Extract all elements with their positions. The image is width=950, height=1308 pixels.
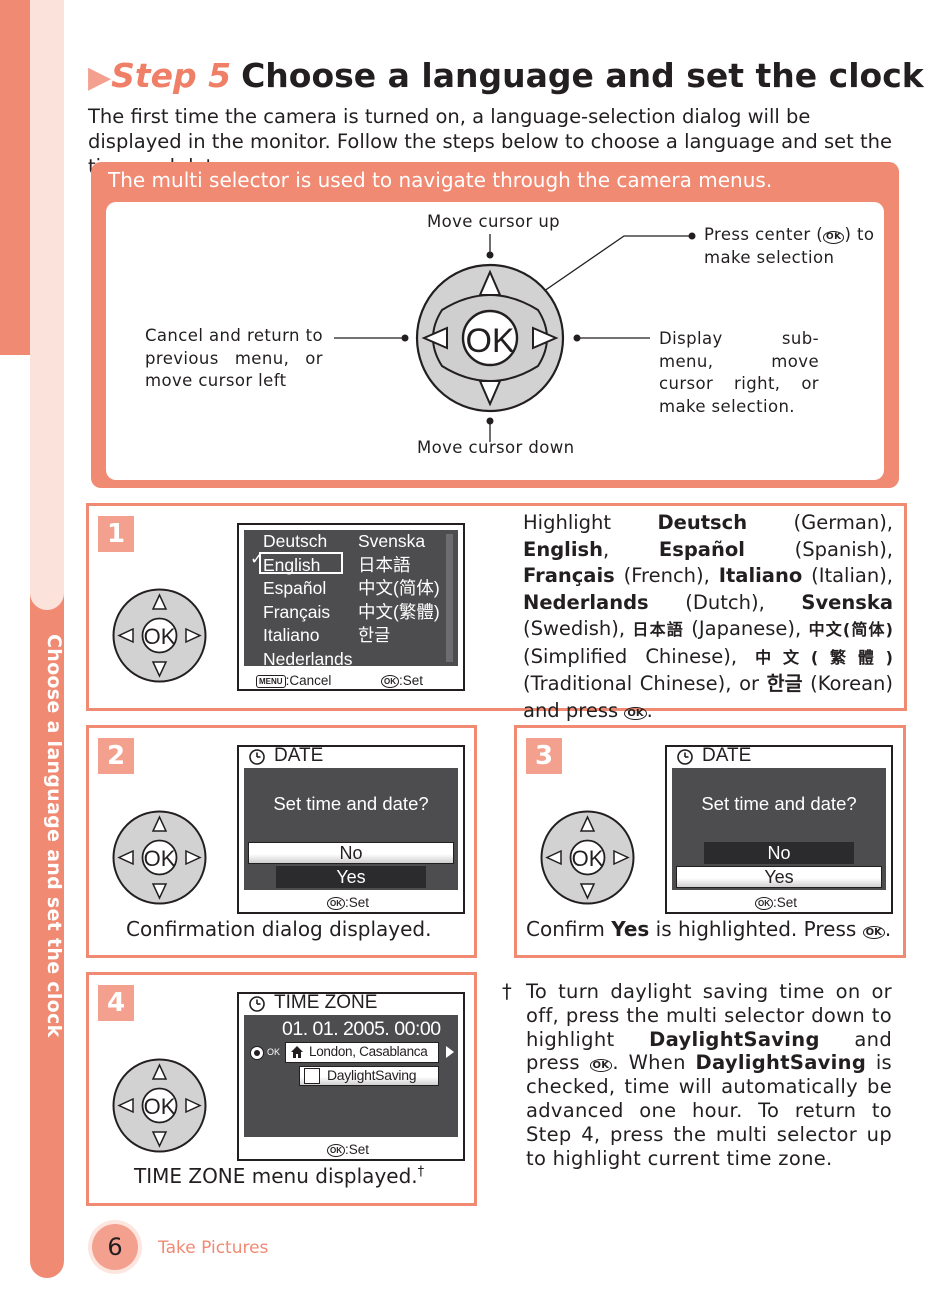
label-left: Cancel and return to previous menu, or m… <box>145 326 323 390</box>
home-icon <box>291 1046 303 1058</box>
title-text: Choose a language and set the clock <box>241 56 924 95</box>
lang-deutsch[interactable]: Deutsch <box>263 531 328 551</box>
clock-icon <box>677 749 693 765</box>
step-2-foot-set: OK:Set <box>327 895 369 910</box>
step-label: Step 5 <box>111 56 232 95</box>
footer-section: Take Pictures <box>158 1238 269 1258</box>
step-3-question: Set time and date? <box>701 793 857 814</box>
daylight-row[interactable] <box>299 1066 439 1086</box>
side-tab-top <box>30 0 64 610</box>
lang-nederlands[interactable]: Nederlands <box>263 648 353 669</box>
step-1-number: 1 <box>98 516 134 552</box>
zone-field[interactable] <box>285 1042 439 1063</box>
lang-chinese-traditional[interactable]: 中文(繁體) <box>358 601 440 622</box>
lang-svenska[interactable]: Svenska <box>358 531 426 551</box>
ok-icon: OK <box>327 897 345 910</box>
clock-icon <box>249 749 265 765</box>
svg-text:OK: OK <box>144 1094 176 1119</box>
step-1-box <box>86 503 907 711</box>
option-yes-highlight[interactable] <box>676 866 882 888</box>
svg-text:OK: OK <box>572 846 604 871</box>
lang-english[interactable]: English <box>263 554 321 575</box>
language-scrollbar[interactable] <box>446 534 453 662</box>
clock-icon <box>249 996 265 1012</box>
svg-text:OK: OK <box>144 624 176 649</box>
label-right: Display sub-menu, move cursor right, or … <box>659 329 819 416</box>
menu-icon: MENU <box>256 675 286 688</box>
option-yes[interactable]: Yes <box>764 867 794 887</box>
option-no[interactable]: No <box>767 843 791 863</box>
label-up: Move cursor up <box>427 212 561 231</box>
lang-chinese-simplified[interactable]: 中文(简体) <box>358 578 440 598</box>
step-3-number: 3 <box>526 738 562 774</box>
step-2-caption: Confirmation dialog displayed. <box>126 917 432 941</box>
step-4-caption: TIME ZONE menu displayed.† <box>134 1164 425 1188</box>
language-check-icon: ✓ <box>250 549 265 568</box>
ok-icon: OK <box>589 1059 613 1073</box>
side-strip <box>0 0 30 355</box>
note-dagger: † <box>502 980 512 1003</box>
lang-francais[interactable]: Français <box>263 601 331 622</box>
arrow-right-icon[interactable] <box>444 1044 456 1060</box>
intro-paragraph: The first time the camera is turned on, … <box>88 105 892 178</box>
ok-icon: OK <box>823 231 845 244</box>
language-list-right[interactable]: Svenska 日本語 中文(简体) 中文(繁體) 한글 <box>358 530 440 648</box>
ok-icon: OK <box>755 897 773 910</box>
step-3-dial-icon: OK <box>540 810 635 905</box>
ok-icon: OK <box>381 675 399 688</box>
ok-icon: OK <box>624 706 647 720</box>
option-no[interactable]: No <box>339 843 363 863</box>
daylight-note: To turn daylight saving time on or off, … <box>526 980 892 1170</box>
step-2-screen-title: DATE <box>274 745 324 766</box>
option-no-bg <box>704 842 854 864</box>
ok-button-label: OK <box>465 322 514 360</box>
side-section-title: Choose a language and set the clock <box>43 634 65 1038</box>
multi-selector-title: The multi selector is used to navigate t… <box>108 168 773 192</box>
daylight-label[interactable]: DaylightSaving <box>327 1067 417 1083</box>
step-4-datetime: 01. 01. 2005. 00:00 <box>282 1018 441 1040</box>
multi-selector-diagram: OK <box>334 232 696 442</box>
lang-italiano[interactable]: Italiano <box>263 625 320 645</box>
zone-value[interactable]: London, Casablanca <box>309 1044 428 1059</box>
step-1-foot-cancel: MENU:Cancel <box>256 673 331 688</box>
step-4-number: 4 <box>98 985 134 1021</box>
option-no-highlight[interactable] <box>248 842 454 864</box>
svg-text:OK: OK <box>144 846 176 871</box>
lang-japanese[interactable]: 日本語 <box>358 554 411 575</box>
label-down: Move cursor down <box>417 438 575 457</box>
step-3-screen-title: DATE <box>702 745 752 766</box>
page-number: 6 <box>88 1220 142 1274</box>
step-4-foot-set: OK:Set <box>327 1142 369 1157</box>
label-center: Press center (OK) to make selection <box>704 225 875 267</box>
step-2-question: Set time and date? <box>273 793 429 814</box>
step-2-number: 2 <box>98 738 134 774</box>
option-yes[interactable]: Yes <box>336 867 366 887</box>
lang-espanol[interactable]: Español <box>263 578 327 598</box>
ok-small-label: OK <box>267 1047 281 1057</box>
lang-korean[interactable]: 한글 <box>358 625 391 645</box>
step-1-description: Highlight Deutsch (German), English, Esp… <box>523 511 894 722</box>
step-3-caption: Confirm Yes is highlighted. Press OK. <box>526 917 892 941</box>
language-list-left[interactable]: Deutsch English Español Français Italian… <box>263 530 353 671</box>
daylight-checkbox[interactable] <box>304 1068 320 1084</box>
ok-icon: OK <box>862 926 885 939</box>
step-2-dial-icon: OK <box>112 810 207 905</box>
step-4-screen-title: TIME ZONE <box>274 992 378 1013</box>
step-1-foot-set: OK:Set <box>381 673 423 688</box>
title-arrow-icon: ▶ <box>88 60 112 95</box>
step-4-dial-icon: OK <box>112 1058 207 1153</box>
step-3-foot-set: OK:Set <box>755 895 797 910</box>
language-highlight <box>259 552 343 574</box>
step-1-dial-icon: OK <box>112 588 207 683</box>
option-yes-bg <box>276 866 426 888</box>
selected-radio-icon <box>250 1046 264 1060</box>
ok-icon: OK <box>327 1144 345 1157</box>
